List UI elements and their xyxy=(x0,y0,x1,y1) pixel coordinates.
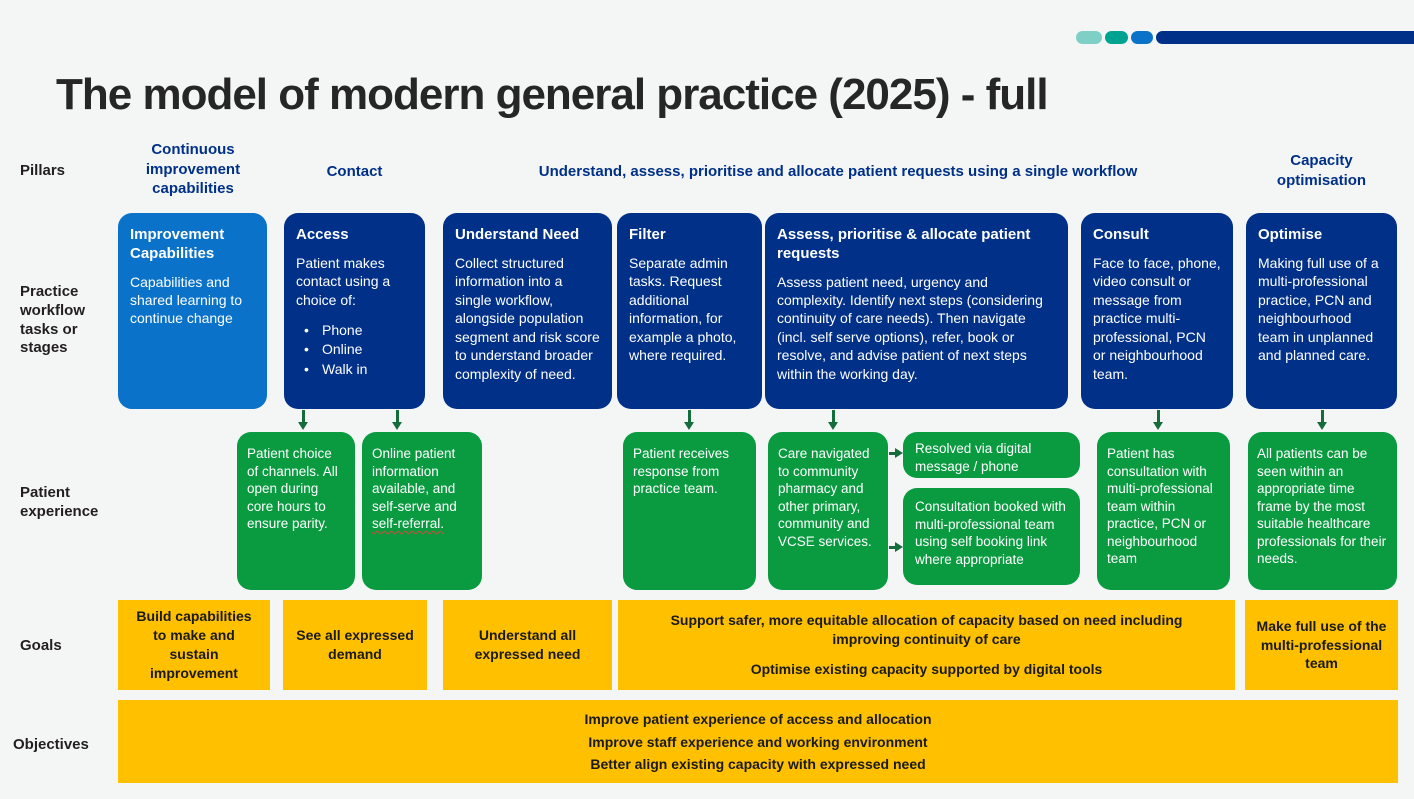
box-body: Separate admin tasks. Request additional… xyxy=(629,254,737,364)
patient-box-response: Patient receives response from practice … xyxy=(623,432,756,590)
row-label-goals: Goals xyxy=(20,637,62,654)
row-label-patient-experience: Patient experience xyxy=(20,484,99,520)
down-arrow-icon xyxy=(828,410,838,430)
box-text: Patient receives response from practice … xyxy=(633,446,730,497)
patient-box-care-navigated: Care navigated to community pharmacy and… xyxy=(768,432,888,590)
list-item: Phone xyxy=(296,321,413,341)
objective-text: Better align existing capacity with expr… xyxy=(590,756,926,773)
box-text: Patient choice of channels. All open dur… xyxy=(247,446,338,532)
box-title: Understand Need xyxy=(455,226,580,243)
page-title: The model of modern general practice (20… xyxy=(56,70,1049,119)
patient-box-resolved-digital: Resolved via digital message / phone xyxy=(903,432,1080,478)
row-label-objectives: Objectives xyxy=(13,736,89,753)
down-arrow-icon xyxy=(392,410,402,430)
pillar-single-workflow: Understand, assess, prioritise and alloc… xyxy=(538,163,1138,180)
goal-text: Support safer, more equitable allocation… xyxy=(670,611,1183,647)
down-arrow-icon xyxy=(1317,410,1327,430)
row-label-pillars: Pillars xyxy=(20,162,66,179)
box-body: Capabilities and shared learning to cont… xyxy=(130,273,243,327)
workflow-box-access: Access Patient makes contact using a cho… xyxy=(284,213,425,409)
down-arrow-icon xyxy=(1153,410,1163,430)
goal-text: Build capabilities to make and sustain i… xyxy=(136,608,252,681)
objective-text: Improve staff experience and working env… xyxy=(588,733,928,750)
right-arrow-icon xyxy=(889,542,903,552)
objective-text: Improve patient experience of access and… xyxy=(584,710,932,727)
accent-segment-blue xyxy=(1131,31,1153,44)
box-text-spellcheck: self-referral. xyxy=(372,516,445,532)
box-title: Optimise xyxy=(1258,226,1323,243)
pillar-continuous-improvement: Continuous improvement capabilities xyxy=(145,141,241,197)
box-text: Care navigated to community pharmacy and… xyxy=(778,446,872,549)
workflow-box-optimise: Optimise Making full use of a multi-prof… xyxy=(1246,213,1397,409)
patient-box-all-patients-seen: All patients can be seen within an appro… xyxy=(1248,432,1397,590)
patient-box-online-information: Online patient information available, an… xyxy=(362,432,482,590)
box-body: Face to face, phone, video consult or me… xyxy=(1093,254,1221,382)
goal-text: Make full use of the multi-professional … xyxy=(1256,617,1387,672)
box-text: Consultation booked with multi-professio… xyxy=(915,499,1066,567)
pillar-contact: Contact xyxy=(326,163,383,180)
box-text: Resolved via digital message / phone xyxy=(915,441,1032,474)
box-title: Consult xyxy=(1093,226,1149,243)
goal-box-see-all-demand: See all expressed demand xyxy=(283,600,427,690)
box-body: Assess patient need, urgency and complex… xyxy=(777,273,1043,382)
workflow-box-assess-prioritise-allocate: Assess, prioritise & allocate patient re… xyxy=(765,213,1068,409)
pillar-capacity-optimisation: Capacity optimisation xyxy=(1276,152,1367,189)
list-item: Walk in xyxy=(296,360,413,380)
patient-box-consultation-booked: Consultation booked with multi-professio… xyxy=(903,488,1080,585)
goal-text: Understand all expressed need xyxy=(474,627,581,662)
patient-box-choice-of-channels: Patient choice of channels. All open dur… xyxy=(237,432,355,590)
box-title: Filter xyxy=(629,226,666,243)
workflow-box-understand-need: Understand Need Collect structured infor… xyxy=(443,213,612,409)
patient-box-has-consultation: Patient has consultation with multi-prof… xyxy=(1097,432,1230,590)
box-title: Access xyxy=(296,226,349,243)
box-text: Online patient information available, an… xyxy=(372,446,457,514)
row-label-workflow: Practice workflow tasks or stages xyxy=(20,283,86,357)
right-arrow-icon xyxy=(889,448,903,458)
goal-box-build-capabilities: Build capabilities to make and sustain i… xyxy=(118,600,270,690)
box-text: Patient has consultation with multi-prof… xyxy=(1107,446,1213,567)
box-text: All patients can be seen within an appro… xyxy=(1257,446,1387,567)
box-title: Assess, prioritise & allocate patient re… xyxy=(777,226,1031,262)
box-body: Collect structured information into a si… xyxy=(455,254,600,382)
accent-segment-light-teal xyxy=(1076,31,1102,44)
workflow-box-consult: Consult Face to face, phone, video consu… xyxy=(1081,213,1233,409)
box-title: Improvement Capabilities xyxy=(130,226,225,262)
goal-box-multi-professional-team: Make full use of the multi-professional … xyxy=(1245,600,1398,690)
objectives-box: Improve patient experience of access and… xyxy=(118,700,1398,783)
list-item: Online xyxy=(296,340,413,360)
box-body: Patient makes contact using a choice of: xyxy=(296,254,391,308)
accent-segment-navy xyxy=(1156,31,1414,44)
goal-box-understand-need: Understand all expressed need xyxy=(443,600,612,690)
box-body: Making full use of a multi-professional … xyxy=(1258,254,1379,364)
goal-text: Optimise existing capacity supported by … xyxy=(750,661,1103,678)
accent-segment-teal xyxy=(1105,31,1128,44)
workflow-box-filter: Filter Separate admin tasks. Request add… xyxy=(617,213,762,409)
goal-text: See all expressed demand xyxy=(296,627,414,662)
goal-box-support-safer-allocation: Support safer, more equitable allocation… xyxy=(618,600,1235,690)
down-arrow-icon xyxy=(684,410,694,430)
workflow-box-improvement-capabilities: Improvement Capabilities Capabilities an… xyxy=(118,213,267,409)
access-channel-list: Phone Online Walk in xyxy=(296,321,413,379)
down-arrow-icon xyxy=(298,410,308,430)
